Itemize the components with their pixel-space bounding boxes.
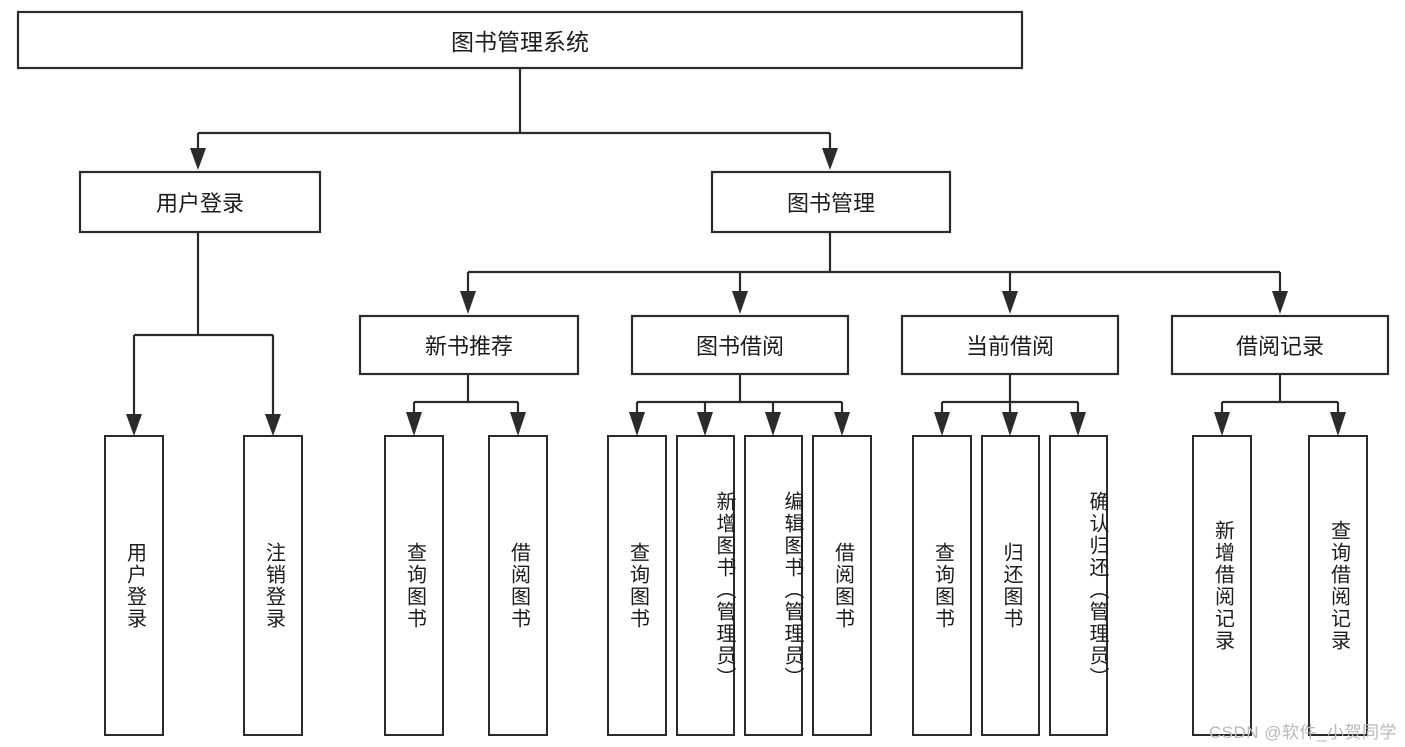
arrow-borrow-l2 <box>697 412 713 436</box>
node-borrow-record-box[interactable] <box>1170 314 1390 376</box>
arrow-user-leaf2 <box>265 414 281 436</box>
arrow-current-l2 <box>1002 412 1018 436</box>
arrow-borrow-l3 <box>765 412 781 436</box>
leaf-box-current-2[interactable] <box>981 435 1040 736</box>
leaf-box-record-1[interactable] <box>1192 435 1252 736</box>
connector-group-new-book <box>406 374 526 436</box>
node-new-book-box[interactable] <box>358 314 580 376</box>
leaf-box-borrow-2[interactable] <box>676 435 735 736</box>
arrow-book-to-n3 <box>1002 291 1018 314</box>
arrow-root-to-user <box>190 148 206 170</box>
arrow-borrow-l4 <box>834 412 850 436</box>
arrow-book-to-n1 <box>460 291 476 314</box>
arrow-record-l2 <box>1330 412 1346 436</box>
connector-group-borrow-record <box>1214 374 1346 436</box>
arrow-user-leaf1 <box>126 414 142 436</box>
arrow-newbook-l2 <box>510 412 526 436</box>
leaf-box-newbook-2[interactable] <box>488 435 548 736</box>
node-user-login-box[interactable] <box>78 170 322 234</box>
arrow-book-to-n2 <box>732 291 748 314</box>
connector-group-book-manage <box>460 232 1288 314</box>
node-book-borrow-box[interactable] <box>630 314 850 376</box>
connector-group-root <box>190 68 838 170</box>
node-root-box[interactable] <box>16 10 1024 70</box>
arrow-newbook-l1 <box>406 412 422 436</box>
arrow-record-l1 <box>1214 412 1230 436</box>
arrow-borrow-l1 <box>629 412 645 436</box>
leaf-box-newbook-1[interactable] <box>384 435 444 736</box>
arrow-current-l3 <box>1070 412 1086 436</box>
leaf-box-current-1[interactable] <box>912 435 972 736</box>
leaf-box-borrow-1[interactable] <box>607 435 667 736</box>
connector-group-book-borrow <box>629 374 850 436</box>
leaf-box-current-3[interactable] <box>1049 435 1108 736</box>
leaf-box-borrow-4[interactable] <box>812 435 872 736</box>
arrow-root-to-book <box>822 148 838 170</box>
leaf-box-record-2[interactable] <box>1308 435 1368 736</box>
connector-group-user-login <box>126 232 281 436</box>
arrow-current-l1 <box>934 412 950 436</box>
leaf-box-user-2[interactable] <box>243 435 303 736</box>
connector-group-current-borrow <box>934 374 1086 436</box>
leaf-box-user-1[interactable] <box>104 435 164 736</box>
arrow-book-to-n4 <box>1272 291 1288 314</box>
node-current-borrow-box[interactable] <box>900 314 1120 376</box>
node-book-manage-box[interactable] <box>710 170 952 234</box>
leaf-box-borrow-3[interactable] <box>744 435 803 736</box>
